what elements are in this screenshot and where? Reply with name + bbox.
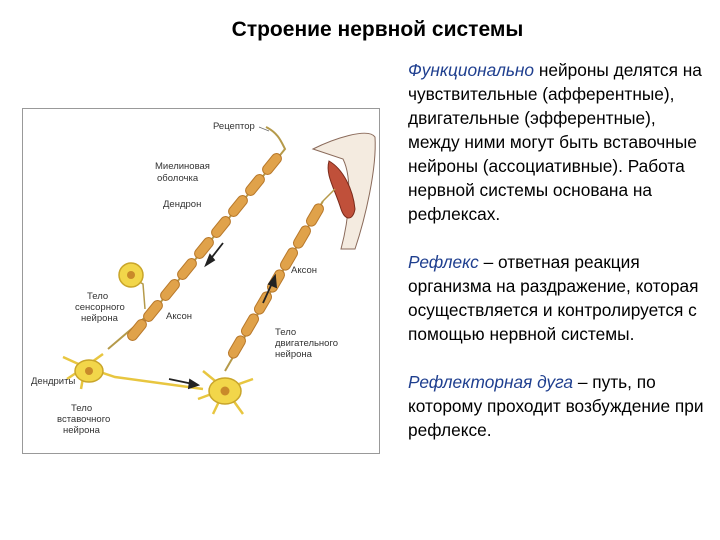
- explanation-text: Функционально нейроны делятся на чувстви…: [408, 58, 708, 442]
- label-sensory-3: нейрона: [81, 313, 119, 324]
- paragraph-reflex-arc-text: – путь, по которому проходит возбуждение…: [408, 372, 704, 440]
- spacer: [408, 346, 708, 370]
- sensory-fibre: [107, 126, 287, 350]
- label-receptor: Рецептор: [213, 121, 255, 132]
- paragraph-functional-text: нейроны делятся на чувствительные (аффер…: [408, 60, 702, 224]
- label-axon-left: Аксон: [166, 311, 192, 322]
- label-inter-2: вставочного: [57, 414, 110, 425]
- label-motor-2: двигательного: [275, 338, 338, 349]
- label-inter-3: нейрона: [63, 425, 101, 436]
- motor-nucleus: [220, 386, 230, 396]
- paragraph-functional: Функционально нейроны делятся на чувстви…: [408, 58, 708, 226]
- label-sensory-1: Тело: [87, 291, 108, 302]
- muscle: [327, 160, 356, 219]
- label-myelin-1: Миелиновая: [155, 161, 210, 172]
- reflex-arc-illustration: Рецептор Миелиновая оболочка Дендрон Тел…: [31, 121, 376, 436]
- interneuron: [62, 352, 204, 391]
- arm-muscle-illustration: [311, 132, 376, 250]
- label-dendrites: Дендриты: [31, 376, 75, 387]
- label-axon-right: Аксон: [291, 265, 317, 276]
- page-title: Строение нервной системы: [231, 18, 524, 41]
- term-functional: Функционально: [408, 60, 535, 80]
- label-dendrite: Дендрон: [163, 199, 201, 210]
- label-motor-3: нейрона: [275, 349, 313, 360]
- spacer: [408, 226, 708, 250]
- paragraph-reflex: Рефлекс – ответная реакция организма на …: [408, 250, 708, 346]
- neuron-diagram: Рецептор Миелиновая оболочка Дендрон Тел…: [22, 108, 380, 454]
- term-reflex: Рефлекс: [408, 252, 479, 272]
- label-myelin-2: оболочка: [157, 173, 199, 184]
- interneuron-nucleus: [85, 367, 93, 375]
- paragraph-reflex-text: – ответная реакция организма на раздраже…: [408, 252, 699, 344]
- paragraph-reflex-arc: Рефлекторная дуга – путь, по которому пр…: [408, 370, 708, 442]
- label-motor-1: Тело: [275, 327, 296, 338]
- sensory-nucleus: [127, 271, 135, 279]
- direction-arrows: [168, 242, 278, 390]
- term-reflex-arc: Рефлекторная дуга: [408, 372, 574, 392]
- label-inter-1: Тело: [71, 403, 92, 414]
- sensory-myelin-segments: [127, 153, 282, 341]
- label-sensory-2: сенсорного: [75, 302, 125, 313]
- motor-neuron: [197, 370, 254, 415]
